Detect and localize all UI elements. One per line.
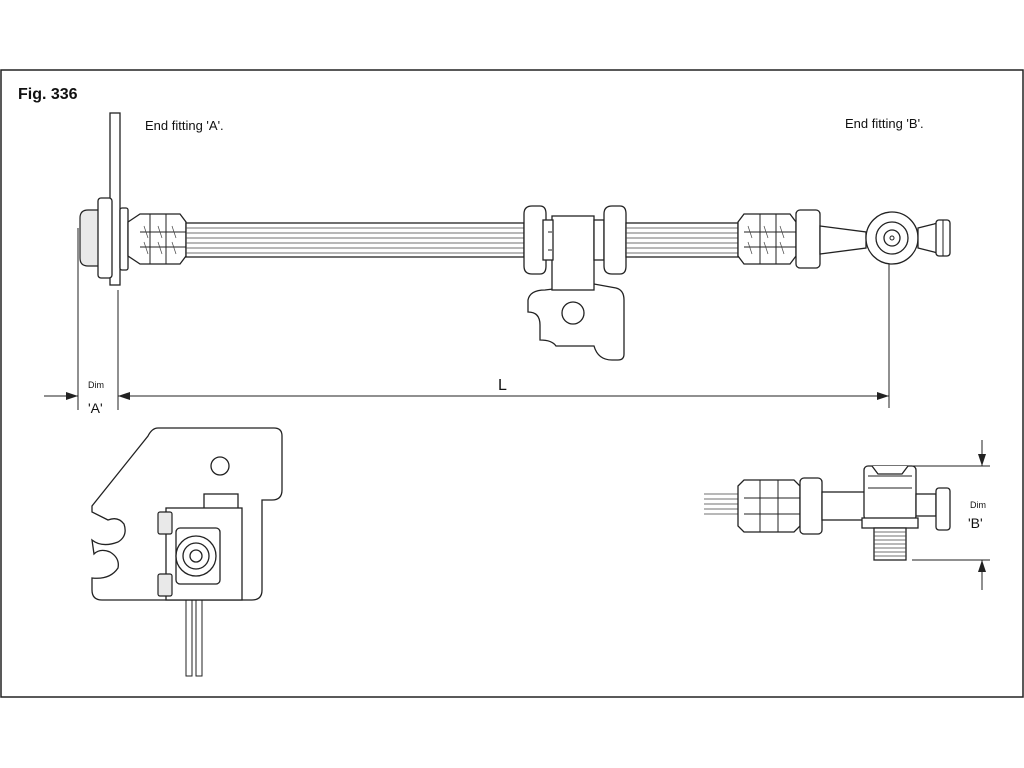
end-fitting-a-detail (91, 427, 283, 677)
fitting-a-nut (79, 209, 101, 267)
fitting-a-collar (97, 197, 113, 279)
end-fitting-b-label: End fitting 'B'. (845, 116, 924, 131)
fitting-b-banjo (819, 211, 951, 265)
dim-b-word: Dim (970, 500, 986, 510)
hose-segment-2 (625, 222, 739, 258)
length-label: L (498, 377, 507, 394)
dimension-lines (44, 228, 890, 410)
fitting-b-ferrule (737, 209, 821, 269)
end-fitting-b-detail (704, 465, 951, 561)
bracket-grommet-right (593, 205, 627, 275)
bracket-grommet-left (523, 205, 554, 275)
detail-a-hole (210, 456, 230, 476)
dim-a-value: 'A' (88, 400, 103, 416)
dim-b-lines (912, 440, 990, 590)
bracket-hole (561, 301, 585, 325)
hose-segment-1 (185, 222, 525, 258)
figure-title: Fig. 336 (18, 86, 78, 103)
dim-b-value: 'B' (968, 515, 983, 531)
main-hose-assembly (79, 112, 951, 361)
figure-frame (0, 69, 1024, 698)
dim-a-word: Dim (88, 380, 104, 390)
fitting-a-ferrule (127, 213, 187, 265)
end-fitting-a-label: End fitting 'A'. (145, 118, 224, 133)
centre-bracket (527, 215, 625, 361)
